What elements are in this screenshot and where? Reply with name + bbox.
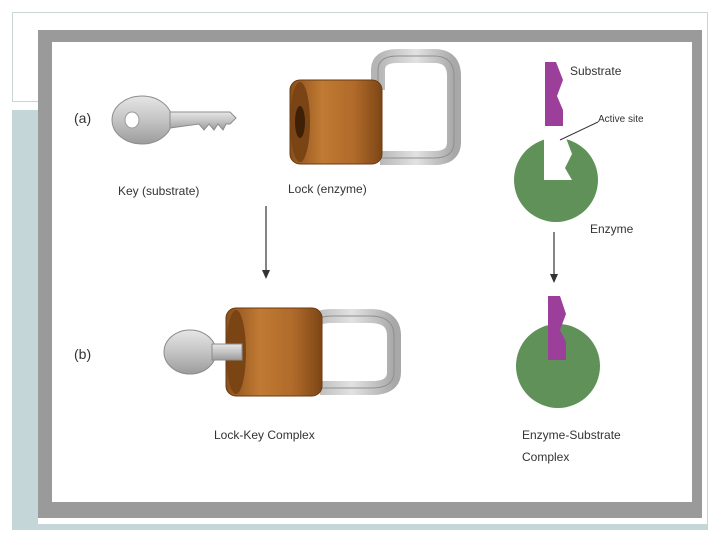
enzyme-label: Enzyme xyxy=(590,222,634,236)
active-site-label: Active site xyxy=(598,114,644,125)
enzyme-substrate-complex-icon xyxy=(516,296,600,408)
lock-key-complex-label: Lock-Key Complex xyxy=(214,428,315,442)
slide-band-bottom xyxy=(12,524,708,530)
lock-label: Lock (enzyme) xyxy=(288,182,367,196)
arrow-right xyxy=(550,232,558,283)
slide-border-top xyxy=(12,12,708,13)
slide-band-left xyxy=(12,110,38,524)
slide-border-left xyxy=(12,12,13,102)
enzyme-substrate-complex-label-line2: Complex xyxy=(522,450,570,464)
lock-key-complex-icon xyxy=(163,307,401,397)
substrate-label: Substrate xyxy=(570,64,622,78)
key-icon xyxy=(111,95,237,145)
active-site-pointer xyxy=(559,121,599,141)
arrow-left xyxy=(262,206,270,279)
substrate-shape xyxy=(545,62,563,126)
enzyme-shape xyxy=(514,138,598,222)
lock-icon xyxy=(289,49,461,165)
panel-label-a: (a) xyxy=(74,110,92,126)
panel-label-b: (b) xyxy=(74,346,92,362)
key-label: Key (substrate) xyxy=(118,184,200,198)
enzyme-substrate-complex-label-line1: Enzyme-Substrate xyxy=(522,428,621,442)
slide-border-right xyxy=(707,12,708,524)
